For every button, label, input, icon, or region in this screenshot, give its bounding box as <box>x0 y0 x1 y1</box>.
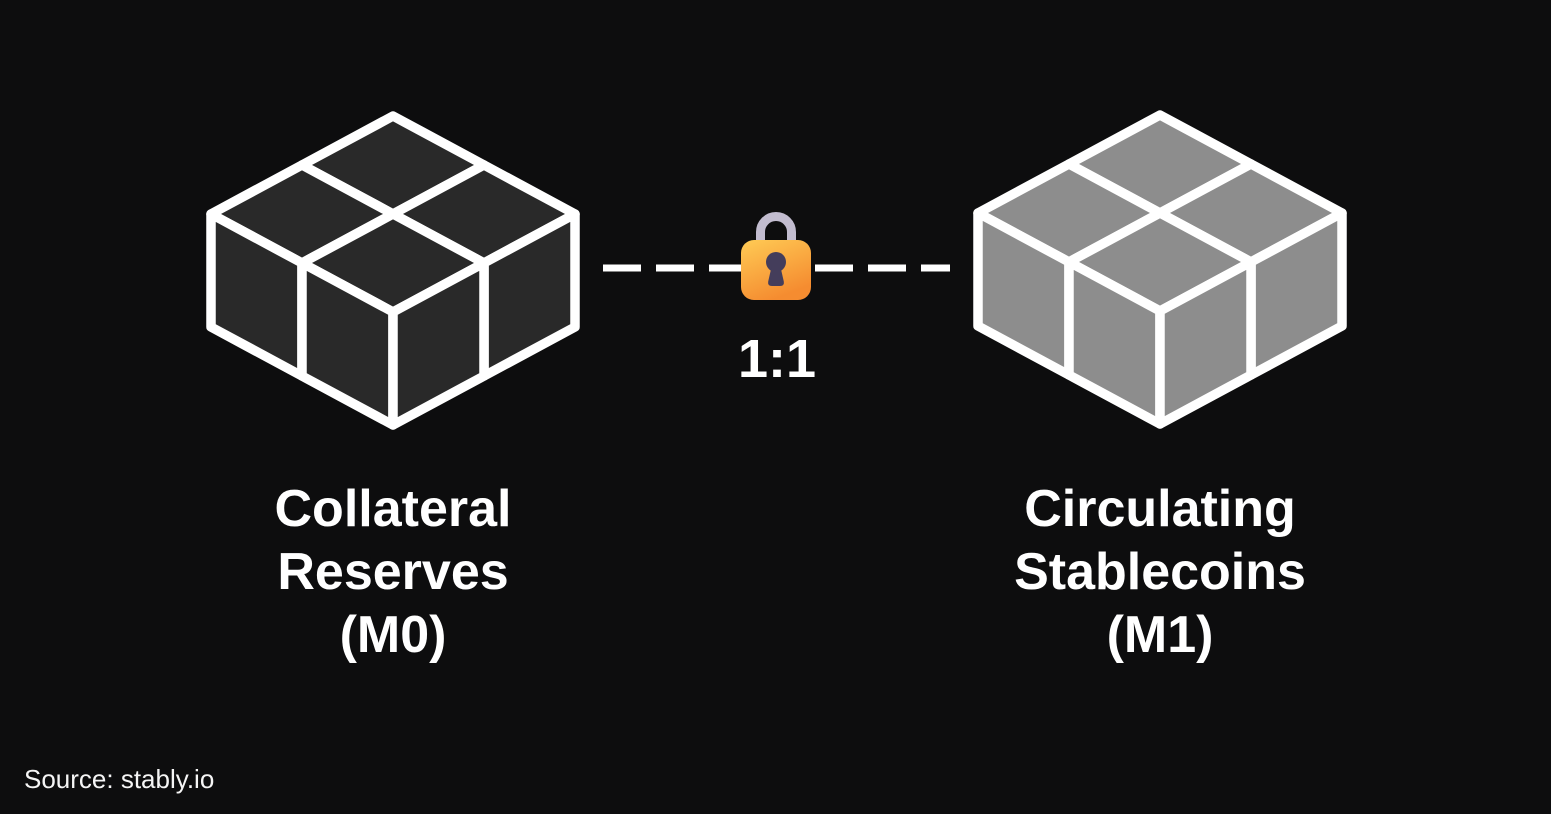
lock-shackle <box>756 212 796 251</box>
dark-cube-cluster <box>211 116 575 425</box>
lock-keyhole <box>766 252 786 286</box>
circulating-stablecoins-label-line1: Circulating <box>1024 480 1296 538</box>
circulating-stablecoins-label: Circulating Stablecoins (M1) <box>910 478 1410 667</box>
gray-cube-cluster <box>978 115 1342 424</box>
collateral-reserves-cubes-graphic <box>205 110 581 431</box>
collateral-reserves-label-line3: (M0) <box>339 606 447 664</box>
source-attribution: Source: stably.io <box>24 764 215 794</box>
circulating-stablecoins-cubes-graphic <box>972 109 1348 430</box>
collateral-reserves-label-line2: Reserves <box>277 543 509 601</box>
circulating-stablecoins-label-line2: Stablecoins <box>1014 543 1306 601</box>
circulating-stablecoins-label-line3: (M1) <box>1106 606 1214 664</box>
lock-icon <box>741 212 811 300</box>
peg-connector-graphic <box>603 212 950 300</box>
peg-ratio-label: 1:1 <box>737 329 817 389</box>
collateral-reserves-label: Collateral Reserves (M0) <box>143 478 643 667</box>
collateral-reserves-label-line1: Collateral <box>274 480 512 538</box>
